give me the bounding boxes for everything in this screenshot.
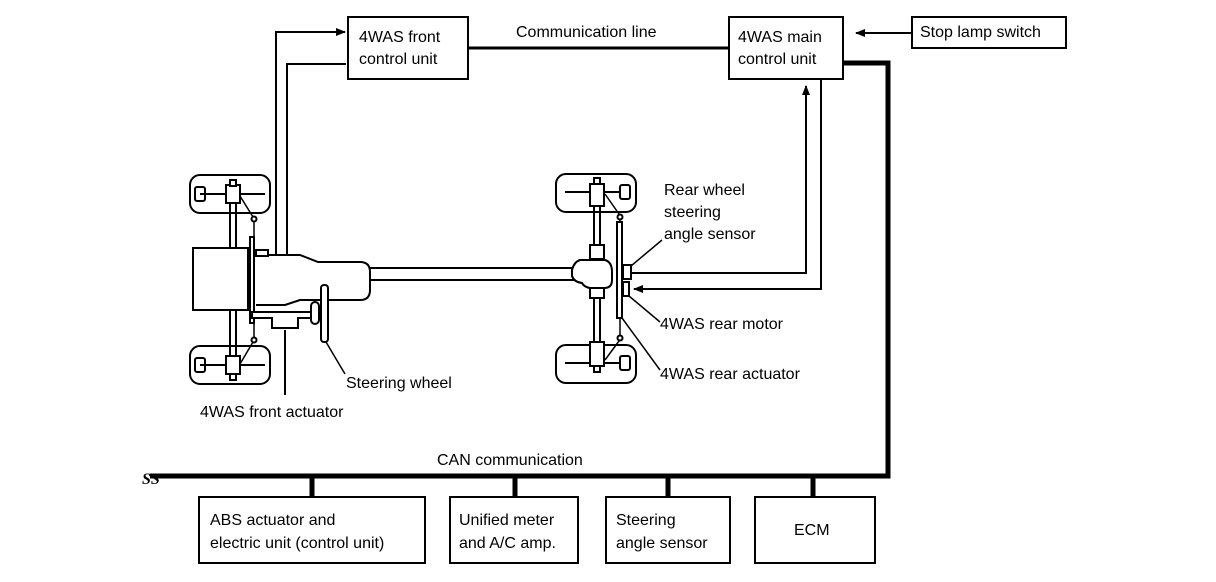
front-control-output-line — [283, 63, 346, 301]
steering-wheel-label: Steering wheel — [346, 375, 452, 392]
steering-angle-sensor-line1: Steering — [616, 512, 676, 529]
front-axle-assembly — [189, 174, 576, 385]
abs-unit-box[interactable]: ABS actuator and electric unit (control … — [198, 496, 426, 564]
steering-angle-sensor-line2: angle sensor — [616, 535, 708, 552]
communication-line-label: Communication line — [516, 24, 657, 41]
rear-steering-angle-sensor-shape — [622, 264, 632, 280]
rear-wheel-sensor-label-2: steering — [664, 204, 721, 221]
main-control-unit-box[interactable]: 4WAS main control unit — [728, 16, 844, 80]
unified-meter-line2: and A/C amp. — [459, 535, 556, 552]
unified-meter-box[interactable]: Unified meter and A/C amp. — [449, 496, 579, 564]
abs-unit-line1: ABS actuator and — [210, 512, 336, 529]
can-communication-label: CAN communication — [437, 452, 583, 469]
rear-wheel-sensor-label-3: angle sensor — [664, 226, 756, 243]
front-actuator-label: 4WAS front actuator — [200, 404, 344, 421]
front-control-unit-box[interactable]: 4WAS front control unit — [347, 16, 469, 80]
abs-unit-line2: electric unit (control unit) — [210, 535, 385, 552]
can-bus-main-link — [150, 60, 891, 479]
stop-lamp-switch-box[interactable]: Stop lamp switch — [911, 16, 1067, 49]
main-control-unit-line2: control unit — [738, 51, 817, 68]
main-control-unit-line1: 4WAS main — [738, 29, 822, 46]
front-actuator-signal-line — [275, 28, 346, 306]
ecm-box[interactable]: ECM — [754, 496, 876, 564]
unified-meter-line1: Unified meter — [459, 512, 555, 529]
ecm-label: ECM — [794, 522, 830, 539]
rear-actuator-label: 4WAS rear actuator — [660, 366, 800, 383]
rear-sensor-signal-line — [632, 85, 810, 274]
steering-angle-sensor-box[interactable]: Steering angle sensor — [605, 496, 731, 564]
stop-lamp-switch-label: Stop lamp switch — [920, 24, 1041, 41]
rear-actuator-rod — [616, 221, 623, 319]
rear-motor-drive-line — [633, 80, 822, 293]
transmission — [256, 254, 371, 306]
can-break-symbol: SS — [142, 471, 160, 488]
steering-wheel-shape — [320, 284, 329, 343]
front-control-unit-line2: control unit — [359, 51, 438, 68]
front-control-unit-line1: 4WAS front — [359, 29, 441, 46]
rear-motor-label: 4WAS rear motor — [660, 316, 783, 333]
engine-block — [192, 247, 249, 311]
rear-axle-assembly — [555, 173, 663, 384]
rear-motor-shape — [622, 281, 630, 297]
front-actuator-body — [251, 311, 321, 329]
rear-differential — [571, 259, 613, 289]
rear-wheel-sensor-label-1: Rear wheel — [664, 182, 745, 199]
